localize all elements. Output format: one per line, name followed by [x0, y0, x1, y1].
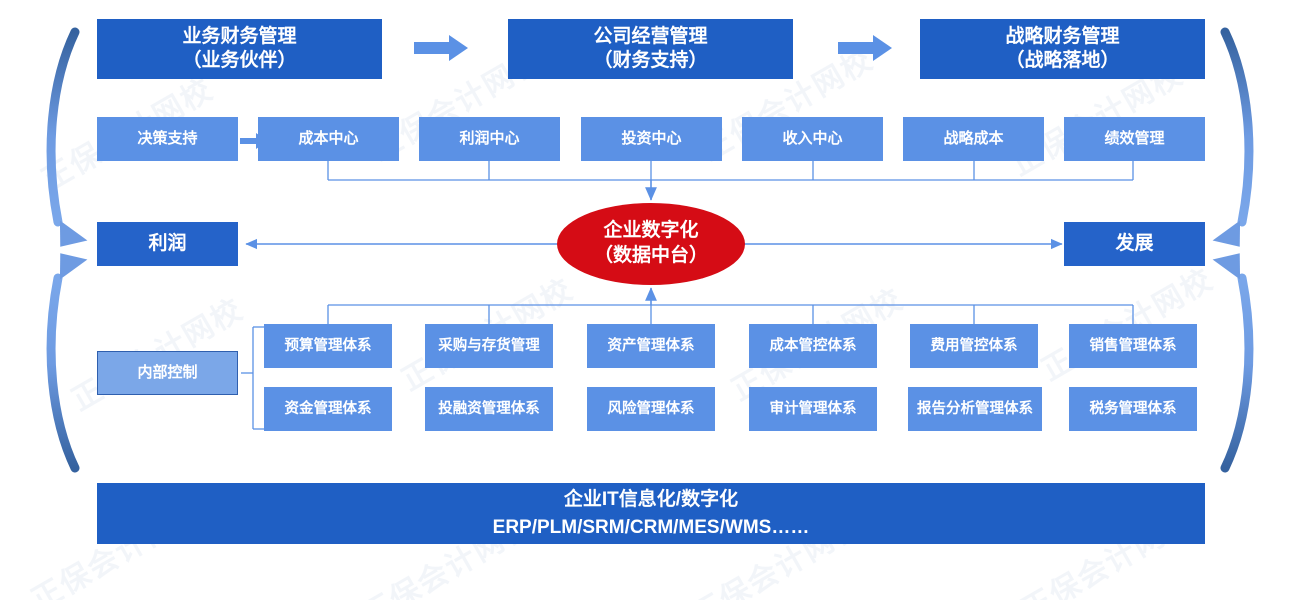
- left-lower-arrowhead-icon: [59, 253, 88, 280]
- left-upper-arrowhead-icon: [59, 220, 88, 247]
- internal-control-bracket: [241, 326, 264, 430]
- performance-management-box[interactable]: 绩效管理: [1064, 117, 1205, 161]
- right-brace-arrows: [1212, 27, 1254, 473]
- arrow-company-to-strategy-icon: [838, 35, 892, 61]
- upper-bus-lines: [327, 160, 1134, 181]
- box-line1: 公司经营管理: [593, 25, 708, 47]
- reporting-analysis-management-system-box[interactable]: 报告分析管理体系: [908, 387, 1042, 431]
- internal-control-box[interactable]: 内部控制: [97, 351, 238, 395]
- company-operations-management-box[interactable]: 公司经营管理 （财务支持）: [508, 19, 793, 79]
- right-lower-arrowhead-icon: [1212, 253, 1241, 280]
- asset-management-system-box[interactable]: 资产管理体系: [587, 324, 715, 368]
- box-line2: （财务支持）: [593, 50, 708, 71]
- profit-center-box[interactable]: 利润中心: [419, 117, 560, 161]
- sales-management-system-box[interactable]: 销售管理体系: [1069, 324, 1197, 368]
- development-outcome-box[interactable]: 发展: [1064, 222, 1205, 266]
- tax-management-system-box[interactable]: 税务管理体系: [1069, 387, 1197, 431]
- revenue-center-box[interactable]: 收入中心: [742, 117, 883, 161]
- budget-management-system-box[interactable]: 预算管理体系: [264, 324, 392, 368]
- lower-bus-lines: [327, 304, 1134, 325]
- box-line1: 战略财务管理: [1005, 25, 1120, 47]
- cost-center-box[interactable]: 成本中心: [258, 117, 399, 161]
- cost-control-system-box[interactable]: 成本管控体系: [749, 324, 877, 368]
- procurement-inventory-management-box[interactable]: 采购与存货管理: [425, 324, 553, 368]
- expense-control-system-box[interactable]: 费用管控体系: [910, 324, 1038, 368]
- investment-financing-management-system-box[interactable]: 投融资管理体系: [425, 387, 553, 431]
- audit-management-system-box[interactable]: 审计管理体系: [749, 387, 877, 431]
- arrow-business-to-company-icon: [414, 35, 468, 61]
- strategic-finance-management-box[interactable]: 战略财务管理 （战略落地）: [920, 19, 1205, 79]
- risk-management-system-box[interactable]: 风险管理体系: [587, 387, 715, 431]
- box-line2: （战略落地）: [1005, 50, 1120, 71]
- decision-support-box[interactable]: 决策支持: [97, 117, 238, 161]
- box-line2: （业务伙伴）: [182, 50, 297, 71]
- treasury-management-system-box[interactable]: 资金管理体系: [264, 387, 392, 431]
- box-line1: 业务财务管理: [182, 25, 297, 47]
- right-upper-arrowhead-icon: [1212, 220, 1241, 247]
- business-finance-management-box[interactable]: 业务财务管理 （业务伙伴）: [97, 19, 382, 79]
- strategic-cost-box[interactable]: 战略成本: [903, 117, 1044, 161]
- it-digitalization-banner[interactable]: 企业IT信息化/数字化 ERP/PLM/SRM/CRM/MES/WMS……: [97, 483, 1205, 544]
- hub-line2: （数据中台）: [593, 245, 708, 266]
- banner-line1: 企业IT信息化/数字化: [563, 488, 739, 510]
- banner-line2: ERP/PLM/SRM/CRM/MES/WMS……: [492, 516, 810, 538]
- left-brace-arrows: [46, 27, 88, 473]
- profit-outcome-box[interactable]: 利润: [97, 222, 238, 266]
- watermark: 正保会计网校: [1032, 255, 1220, 389]
- enterprise-digitalization-hub-ellipse[interactable]: 企业数字化 （数据中台）: [557, 203, 745, 285]
- investment-center-box[interactable]: 投资中心: [581, 117, 722, 161]
- hub-line1: 企业数字化: [603, 220, 699, 242]
